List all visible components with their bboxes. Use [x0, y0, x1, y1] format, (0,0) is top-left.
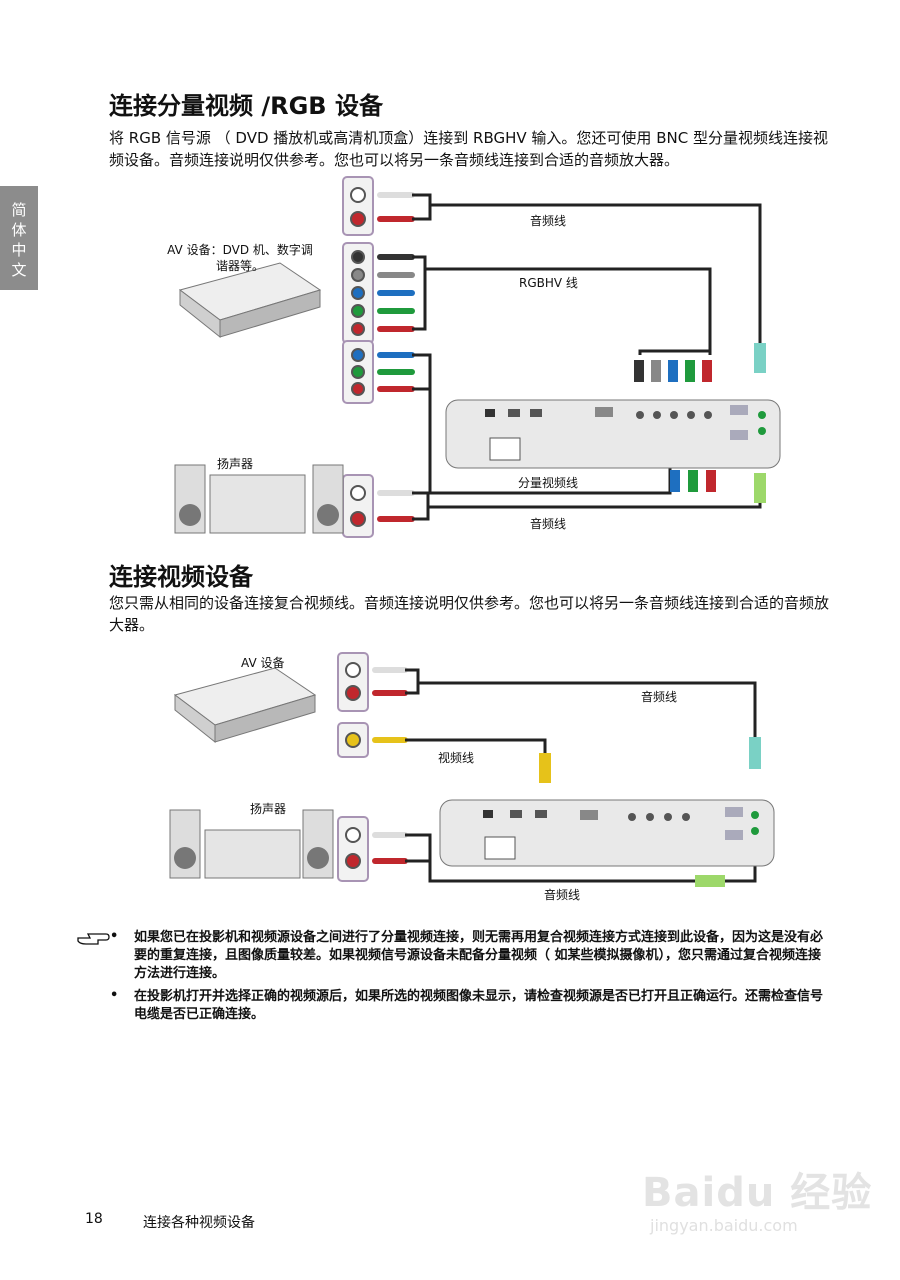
video-plug — [539, 753, 551, 783]
language-tab: 简体中文 — [0, 186, 38, 290]
source-video-panel — [337, 722, 369, 758]
speaker-label: 扬声器 — [217, 457, 254, 471]
source-rgbhv-panel — [342, 242, 374, 344]
speaker-audio-panel — [337, 816, 369, 882]
speaker-system-icon — [169, 809, 334, 879]
source-audio-panel — [342, 176, 374, 236]
projector-icon — [445, 399, 781, 469]
note-item-1: 如果您已在投影机和视频源设备之间进行了分量视频连接，则无需再用复合视频连接方式连… — [134, 930, 824, 981]
projector-icon — [439, 799, 775, 867]
av-device-label: AV 设备：DVD 机、数字调谐器等。 — [167, 243, 313, 273]
video-cable-label: 视频线 — [438, 751, 475, 765]
audio-cable-label-top: 音频线 — [530, 214, 567, 228]
section2-title: 连接视频设备 — [109, 563, 253, 591]
source-component-panel — [342, 340, 374, 404]
audio-plug-bottom — [695, 875, 725, 887]
section1-paragraph: 将 RGB 信号源 （ DVD 播放机或高清机顶盒）连接到 RBGHV 输入。您… — [109, 129, 828, 169]
rgbhv-cable-label: RGBHV 线 — [519, 276, 578, 290]
note-bullet-2: • — [110, 988, 119, 1003]
speaker-system-icon — [174, 464, 344, 534]
section2-paragraph: 您只需从相同的设备连接复合视频线。音频连接说明仅供参考。您也可以将另一条音频线连… — [109, 594, 830, 634]
section1-title: 连接分量视频 /RGB 设备 — [109, 92, 383, 120]
watermark-brand: Baidu 经验 — [642, 1170, 873, 1216]
speaker-audio-panel — [342, 474, 374, 538]
pointing-hand-icon — [77, 933, 110, 945]
component-rgb-connection-diagram — [174, 176, 781, 538]
page-number: 18 — [85, 1211, 103, 1227]
av-device-label-2: AV 设备 — [241, 656, 285, 670]
audio-cable-label-bottom: 音频线 — [530, 517, 567, 531]
audio-cable-label-top-2: 音频线 — [641, 690, 678, 704]
audio-cable-label-bottom-2: 音频线 — [544, 888, 581, 902]
speaker-label-2: 扬声器 — [250, 802, 287, 816]
note-bullet-1: • — [110, 929, 119, 944]
component-cable-label: 分量视频线 — [518, 476, 579, 490]
watermark-url: jingyan.baidu.com — [650, 1216, 798, 1235]
rgbhv-plugs — [634, 343, 766, 382]
language-tab-label: 简体中文 — [11, 201, 27, 279]
dvd-player-icon — [173, 667, 317, 744]
cable-lines — [412, 193, 762, 521]
dvd-player-icon — [178, 262, 322, 339]
audio-plug-top — [749, 737, 761, 769]
footer-title: 连接各种视频设备 — [143, 1215, 255, 1231]
cable-lines — [405, 668, 757, 883]
source-audio-panel — [337, 652, 369, 712]
component-plugs — [670, 470, 766, 503]
composite-video-connection-diagram — [169, 652, 775, 887]
note-item-2: 在投影机打开并选择正确的视频源后，如果所选的视频图像未显示，请检查视频源是否已打… — [134, 989, 824, 1022]
